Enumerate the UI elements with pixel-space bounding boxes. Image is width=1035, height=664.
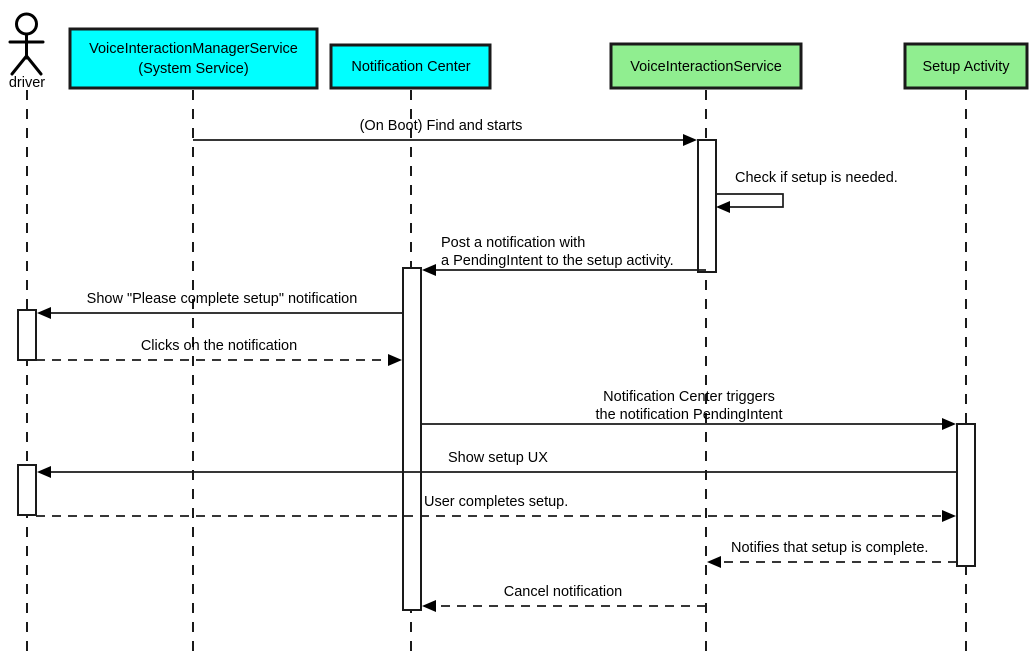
arrowhead-left-10	[422, 600, 436, 612]
actor-left-leg-icon	[10, 54, 28, 76]
arrowhead-left-4	[37, 307, 51, 319]
actor-head-icon	[15, 12, 38, 36]
message-check-if-setup-is-needed[interactable]: Check if setup is needed.	[716, 170, 898, 213]
arrowhead-right-6	[942, 418, 956, 430]
message-line-2-self	[716, 193, 784, 208]
message-label-7: Show setup UX	[448, 450, 548, 466]
message-notifies-that-setup-is-complete[interactable]: Notifies that setup is complete.	[707, 540, 957, 568]
activation-bar-driver-2	[17, 464, 37, 516]
activation-bar-driver-1	[17, 309, 37, 361]
arrowhead-right-8	[942, 510, 956, 522]
arrowhead-left-9	[707, 556, 721, 568]
message-show-please-complete-setup-notification[interactable]: Show "Please complete setup" notificatio…	[37, 291, 403, 319]
message-label-5: Clicks on the notification	[141, 338, 297, 354]
participant-label-setup-activity: Setup Activity	[922, 59, 1010, 75]
message-label-6-line2: the notification PendingIntent	[595, 407, 782, 423]
message-label-3-line1: Post a notification with	[441, 235, 585, 251]
message-user-completes-setup[interactable]: User completes setup.	[36, 494, 956, 522]
actor-right-leg-icon	[25, 54, 43, 76]
message-show-setup-ux[interactable]: Show setup UX	[37, 450, 957, 478]
participant-label-vims-line2: (System Service)	[138, 61, 248, 77]
participant-label-vims-line1: VoiceInteractionManagerService	[89, 41, 298, 57]
participant-setup-activity[interactable]: Setup Activity	[903, 42, 1029, 90]
actor-driver-label: driver	[9, 75, 45, 91]
message-cancel-notification[interactable]: Cancel notification	[422, 584, 706, 612]
message-label-1: (On Boot) Find and starts	[360, 118, 523, 134]
activation-bar-setup-activity	[956, 423, 976, 567]
participant-box-setup-activity[interactable]	[903, 42, 1029, 90]
participant-box-voiceinteractionservice[interactable]	[609, 42, 803, 90]
participant-label-notification-center: Notification Center	[351, 59, 470, 75]
message-label-3-line2: a PendingIntent to the setup activity.	[441, 253, 674, 269]
participant-box-vims[interactable]	[68, 27, 319, 90]
message-label-6-line1: Notification Center triggers	[603, 389, 775, 405]
message-label-2: Check if setup is needed.	[735, 170, 898, 186]
participant-box-notification-center[interactable]	[329, 43, 492, 90]
message-label-4: Show "Please complete setup" notificatio…	[87, 291, 358, 307]
message-post-a-notification[interactable]: Post a notification with a PendingIntent…	[422, 235, 706, 276]
participant-notification-center[interactable]: Notification Center	[329, 43, 492, 90]
arrowhead-right-1	[683, 134, 697, 146]
actor-driver[interactable]: driver	[8, 12, 45, 91]
message-notification-center-triggers-pendingintent[interactable]: Notification Center triggers the notific…	[421, 389, 956, 430]
activation-bar-notification-center	[402, 267, 422, 611]
message-label-10: Cancel notification	[504, 584, 623, 600]
message-on-boot-find-and-starts[interactable]: (On Boot) Find and starts	[193, 118, 697, 146]
participant-voiceinteractionmanagerservice[interactable]: VoiceInteractionManagerService (System S…	[68, 27, 319, 90]
activation-bar-voiceinteractionservice	[697, 139, 717, 273]
message-clicks-on-the-notification[interactable]: Clicks on the notification	[36, 338, 402, 366]
arrowhead-left-2	[716, 201, 730, 213]
arrowhead-left-3	[422, 264, 436, 276]
arrowhead-left-7	[37, 466, 51, 478]
participant-voiceinteractionservice[interactable]: VoiceInteractionService	[609, 42, 803, 90]
message-label-9: Notifies that setup is complete.	[731, 540, 928, 556]
message-label-8: User completes setup.	[424, 494, 568, 510]
participant-label-voiceinteractionservice: VoiceInteractionService	[630, 59, 782, 75]
arrowhead-right-5	[388, 354, 402, 366]
